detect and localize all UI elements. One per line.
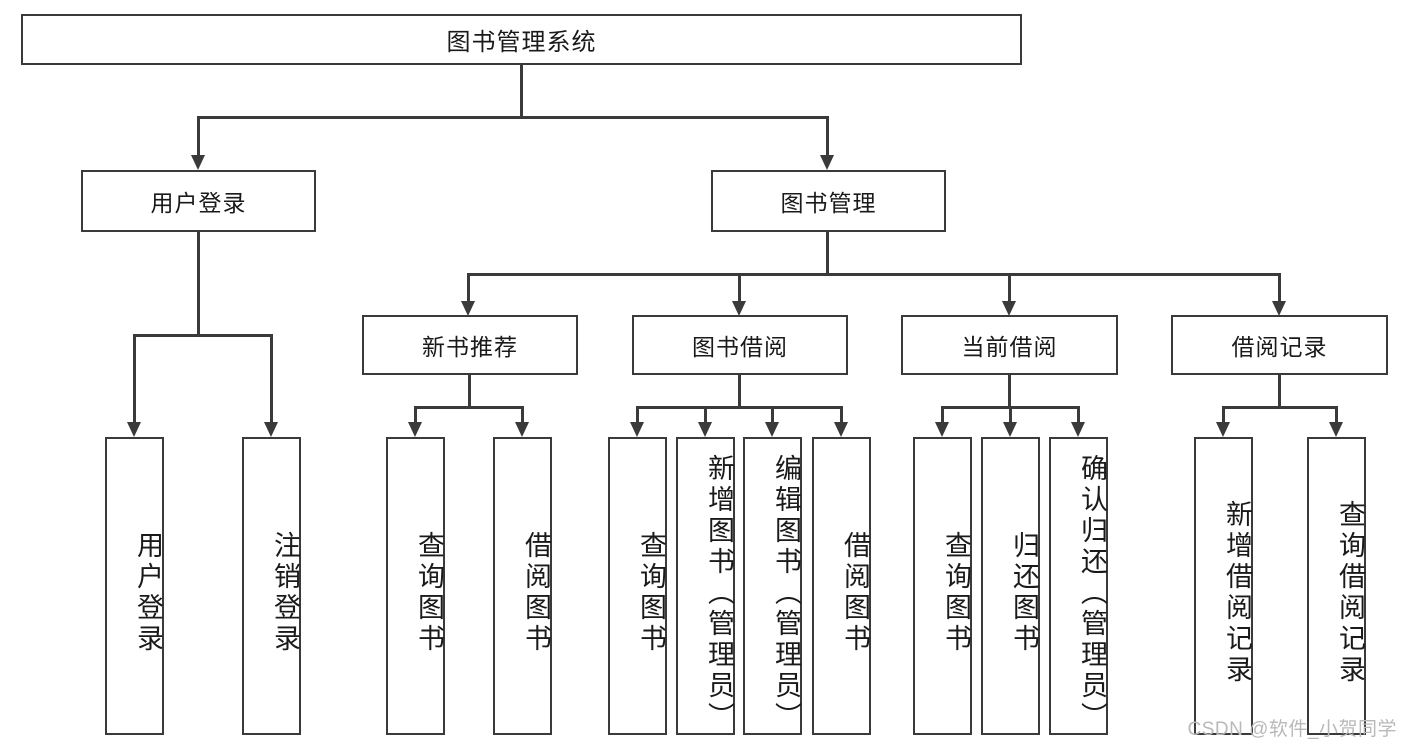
connector-user-login-to-leaf-2: [270, 334, 273, 424]
connector-book-borrow-to-leaf-3: [771, 406, 774, 424]
leaf-user-login-logout[interactable]: 注销登录: [242, 437, 301, 735]
connector-book-mgmt-stem: [826, 232, 829, 276]
leaf-book-borrow-borrow-book[interactable]: 借阅图书: [812, 437, 871, 735]
connector-root-stem: [520, 65, 523, 119]
arrow-book-mgmt-to-new-book: [461, 301, 475, 316]
connector-book-mgmt-to-book-borrow: [738, 273, 741, 303]
connector-root-bus: [197, 116, 829, 119]
connector-new-book-bus: [414, 406, 524, 409]
leaf-book-borrow-query-book[interactable]: 查询图书: [608, 437, 667, 735]
connector-borrow-record-bus: [1222, 406, 1338, 409]
leaf-book-borrow-add-book-admin[interactable]: 新增图书（管理员）: [676, 437, 735, 735]
connector-root-to-user-login: [197, 116, 200, 156]
node-book-management[interactable]: 图书管理: [711, 170, 946, 232]
connector-book-mgmt-to-new-book: [467, 273, 470, 303]
arrow-new-book-to-leaf-2: [515, 422, 529, 437]
arrow-book-borrow-to-leaf-2: [698, 422, 712, 437]
arrow-borrow-record-to-leaf-1: [1216, 422, 1230, 437]
arrow-book-borrow-to-leaf-4: [834, 422, 848, 437]
connector-new-book-to-leaf-1: [414, 406, 417, 424]
arrow-current-borrow-to-leaf-1: [935, 422, 949, 437]
connector-book-mgmt-bus: [467, 273, 1281, 276]
connector-borrow-record-stem: [1278, 375, 1281, 408]
node-user-login[interactable]: 用户登录: [81, 170, 316, 232]
connector-user-login-bus: [133, 334, 272, 337]
connector-borrow-record-to-leaf-1: [1222, 406, 1225, 424]
connector-book-borrow-to-leaf-2: [704, 406, 707, 424]
leaf-book-borrow-edit-book-admin[interactable]: 编辑图书（管理员）: [743, 437, 802, 735]
connector-new-book-to-leaf-2: [521, 406, 524, 424]
connector-current-borrow-stem: [1008, 375, 1011, 408]
arrow-user-login-to-leaf-1: [127, 422, 141, 437]
connector-borrow-record-to-leaf-2: [1335, 406, 1338, 424]
leaf-current-borrow-return-book[interactable]: 归还图书: [981, 437, 1040, 735]
leaf-current-borrow-confirm-return-admin[interactable]: 确认归还（管理员）: [1049, 437, 1108, 735]
arrow-new-book-to-leaf-1: [408, 422, 422, 437]
leaf-user-login-login[interactable]: 用户登录: [105, 437, 164, 735]
connector-current-borrow-to-leaf-3: [1077, 406, 1080, 424]
connector-book-borrow-stem: [738, 375, 741, 408]
arrow-book-borrow-to-leaf-1: [630, 422, 644, 437]
leaf-current-borrow-query-book[interactable]: 查询图书: [913, 437, 972, 735]
node-book-borrow[interactable]: 图书借阅: [632, 315, 848, 375]
node-borrow-record[interactable]: 借阅记录: [1171, 315, 1388, 375]
leaf-borrow-record-query-record[interactable]: 查询借阅记录: [1307, 437, 1366, 735]
connector-new-book-stem: [468, 375, 471, 408]
arrow-user-login-to-leaf-2: [264, 422, 278, 437]
arrow-book-mgmt-to-book-borrow: [732, 301, 746, 316]
connector-user-login-to-leaf-1: [133, 334, 136, 424]
connector-book-borrow-to-leaf-1: [636, 406, 639, 424]
node-new-book-recommend[interactable]: 新书推荐: [362, 315, 578, 375]
arrow-current-borrow-to-leaf-3: [1071, 422, 1085, 437]
arrow-root-to-book-mgmt: [820, 155, 834, 170]
arrow-current-borrow-to-leaf-2: [1003, 422, 1017, 437]
arrow-book-mgmt-to-borrow-record: [1272, 301, 1286, 316]
connector-current-borrow-to-leaf-1: [941, 406, 944, 424]
leaf-new-book-borrow-book[interactable]: 借阅图书: [493, 437, 552, 735]
connector-root-to-book-mgmt: [826, 116, 829, 156]
connector-user-login-stem: [197, 232, 200, 337]
connector-book-borrow-to-leaf-4: [840, 406, 843, 424]
node-current-borrow[interactable]: 当前借阅: [901, 315, 1118, 375]
connector-book-mgmt-to-current-borrow: [1008, 273, 1011, 303]
arrow-book-borrow-to-leaf-3: [765, 422, 779, 437]
leaf-new-book-query-book[interactable]: 查询图书: [386, 437, 445, 735]
arrow-root-to-user-login: [191, 155, 205, 170]
arrow-book-mgmt-to-current-borrow: [1002, 301, 1016, 316]
leaf-borrow-record-add-record[interactable]: 新增借阅记录: [1194, 437, 1253, 735]
arrow-borrow-record-to-leaf-2: [1329, 422, 1343, 437]
connector-book-borrow-bus: [636, 406, 842, 409]
node-root-system[interactable]: 图书管理系统: [21, 14, 1022, 65]
connector-book-mgmt-to-borrow-record: [1278, 273, 1281, 303]
connector-current-borrow-to-leaf-2: [1009, 406, 1012, 424]
